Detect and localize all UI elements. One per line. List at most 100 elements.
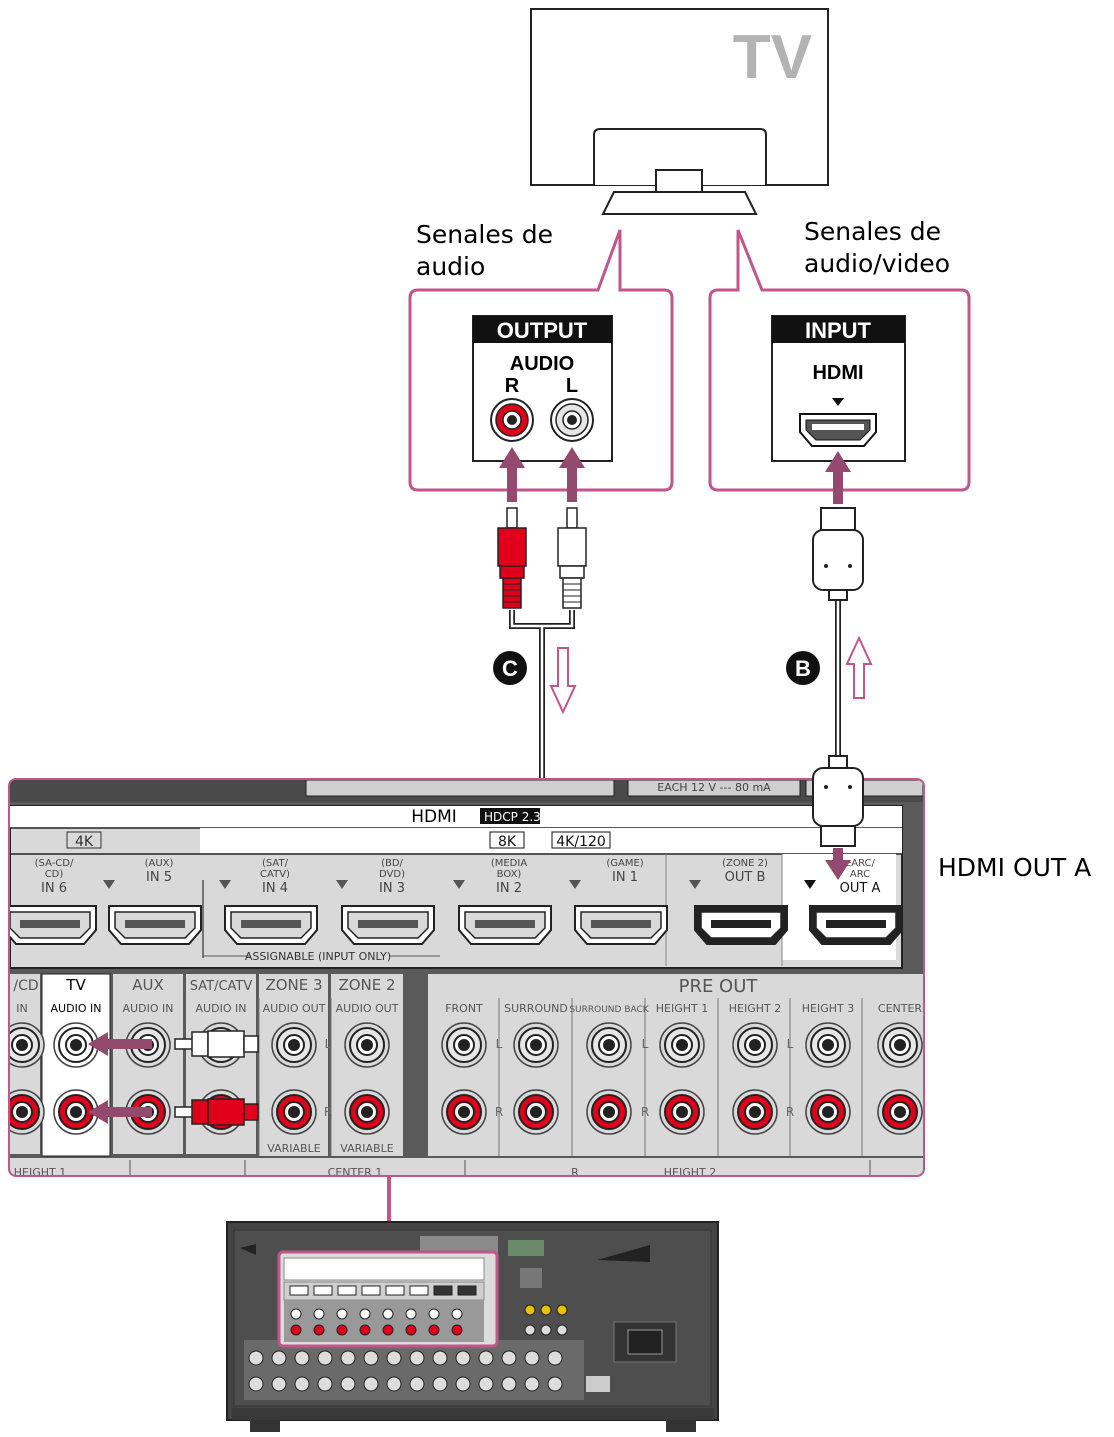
jack-r-label: R: [495, 1105, 503, 1119]
jack-pin: [822, 1106, 834, 1118]
plug-tail: [243, 1103, 259, 1121]
hdmi-port-name: IN 6: [41, 881, 67, 896]
thumb-preout-jack: [340, 1350, 356, 1366]
arrow-shaft: [104, 1107, 152, 1117]
av-signals-line2: audio/video: [804, 249, 950, 278]
thumb-jack-r: [382, 1324, 394, 1336]
port-triangle-icon: [103, 880, 115, 889]
hdmi-port-in-1: (GAME)IN 1: [569, 858, 668, 945]
jack-r-9: [659, 1089, 705, 1135]
jack-pin: [603, 1039, 615, 1051]
jack-pin: [530, 1106, 542, 1118]
jack-pin: [458, 1039, 470, 1051]
thumb-preout-jack: [386, 1376, 402, 1392]
plug-tail: [243, 1035, 259, 1053]
jack-pin: [70, 1106, 82, 1118]
thumb-hdmi-port: [433, 1285, 453, 1296]
jack-r-1: [53, 1089, 99, 1135]
tv-audio-out-r-jack: [490, 398, 534, 442]
hdmi-plug-tv: [812, 507, 864, 601]
thumb-preout-jack: [294, 1350, 310, 1366]
thumb-preout-jack: [432, 1376, 448, 1392]
thumb-jack-l: [428, 1308, 440, 1320]
height2-label: HEIGHT 2: [729, 1002, 781, 1015]
hdmi-port-sublabel: (AUX): [145, 858, 174, 869]
jack-pin: [603, 1106, 615, 1118]
jack-l-label: L: [642, 1037, 649, 1051]
jack-l-12: [877, 1022, 923, 1068]
thumb-hdmi-port: [313, 1285, 333, 1296]
thumb-jack-yellow: [540, 1304, 552, 1316]
tv-column-label: TV: [65, 976, 86, 994]
thumb-preout-jack: [409, 1376, 425, 1392]
av-signals-line1: Senales de: [804, 217, 941, 246]
jack-l-1: [53, 1022, 99, 1068]
jack-l-9: [659, 1022, 705, 1068]
thumb-preout-jack: [271, 1350, 287, 1366]
thumbnail-audio-jacks: [290, 1308, 463, 1336]
hdmi-port-sublabel: (GAME): [606, 858, 643, 869]
thumb-jack-r: [313, 1324, 325, 1336]
jack-r-8: [586, 1089, 632, 1135]
thumb-jack-l: [336, 1308, 348, 1320]
jack-pin: [676, 1039, 688, 1051]
output-header: OUTPUT: [497, 318, 588, 343]
jack-pin: [676, 1106, 688, 1118]
cable-b-badge: B: [795, 656, 811, 681]
bottom-height1-label: HEIGHT 1: [14, 1166, 66, 1179]
hdmi-ports: (SA-CD/CD)IN 6(AUX)IN 5(SAT/CATV)IN 4(BD…: [10, 858, 903, 945]
cable-c-badge: C: [502, 656, 518, 681]
hdmi-port-sublabel: (BD/: [381, 858, 403, 869]
hdmi-title: HDMI: [411, 807, 457, 827]
jack-pin: [530, 1039, 542, 1051]
jack-r-10: [732, 1089, 778, 1135]
thumb-preout-jack: [386, 1350, 402, 1366]
thumbnail-hdmi-ports: [289, 1285, 477, 1296]
jack-l-5: [344, 1022, 390, 1068]
input-hdmi-label: HDMI: [812, 362, 863, 384]
cd-label: /CD: [13, 978, 38, 994]
thumb-hdmi-port: [409, 1285, 429, 1296]
jack-r-0: [10, 1089, 45, 1135]
thumb-jack-l: [290, 1308, 302, 1320]
hdcp-badge: HDCP 2.3: [484, 810, 541, 824]
audio-signals-line1: Senales de: [416, 220, 553, 249]
hdmi-plug-receiver: [812, 755, 864, 880]
thumb-hdmi-port: [457, 1285, 477, 1296]
flow-up-arrow-icon: [845, 635, 873, 699]
jack-pin: [70, 1039, 82, 1051]
jack-l-label: L: [496, 1037, 503, 1051]
plug-collar: [191, 1099, 209, 1125]
jack-l-label: L: [325, 1037, 332, 1051]
thumb-hdmi-port: [337, 1285, 357, 1296]
thumb-jack-r: [405, 1324, 417, 1336]
thumb-hdmi-port: [385, 1285, 405, 1296]
bottom-center1-label: CENTER 1: [328, 1166, 383, 1179]
hdmi-port-pins: [475, 920, 535, 928]
flow-down-arrow-icon: [549, 647, 577, 715]
thumb-jack-l: [359, 1308, 371, 1320]
jack-pin: [361, 1039, 373, 1051]
jack-pin: [288, 1039, 300, 1051]
tv-input-callout: INPUT HDMI: [708, 229, 971, 492]
input-header: INPUT: [805, 318, 872, 343]
tv-hdmi-in-port: [799, 413, 877, 447]
arrow-to-hdmi-in-icon: [825, 451, 851, 504]
arrow-shaft: [104, 1039, 152, 1049]
output-l-label: L: [566, 375, 578, 397]
jack-r-11: [805, 1089, 851, 1135]
surround-label: SURROUND: [504, 1002, 568, 1015]
hdmi-cable: B: [786, 507, 873, 760]
satcatv-audio-in-label: AUDIO IN: [196, 1002, 247, 1015]
arrow-to-audio-l-icon: [559, 447, 585, 502]
tv-output-callout: OUTPUT AUDIO R L: [408, 229, 674, 492]
thumb-jack-r: [428, 1324, 440, 1336]
port-triangle-icon: [689, 880, 701, 889]
badge-4k120: 4K/120: [556, 834, 606, 850]
thumb-jack-yellow: [556, 1304, 568, 1316]
hdmi-port-pins: [125, 920, 185, 928]
hdmi-port-sublabel: eARC/: [845, 858, 875, 869]
thumb-preout-jack: [363, 1350, 379, 1366]
zone2-variable-label: VARIABLE: [340, 1142, 393, 1155]
